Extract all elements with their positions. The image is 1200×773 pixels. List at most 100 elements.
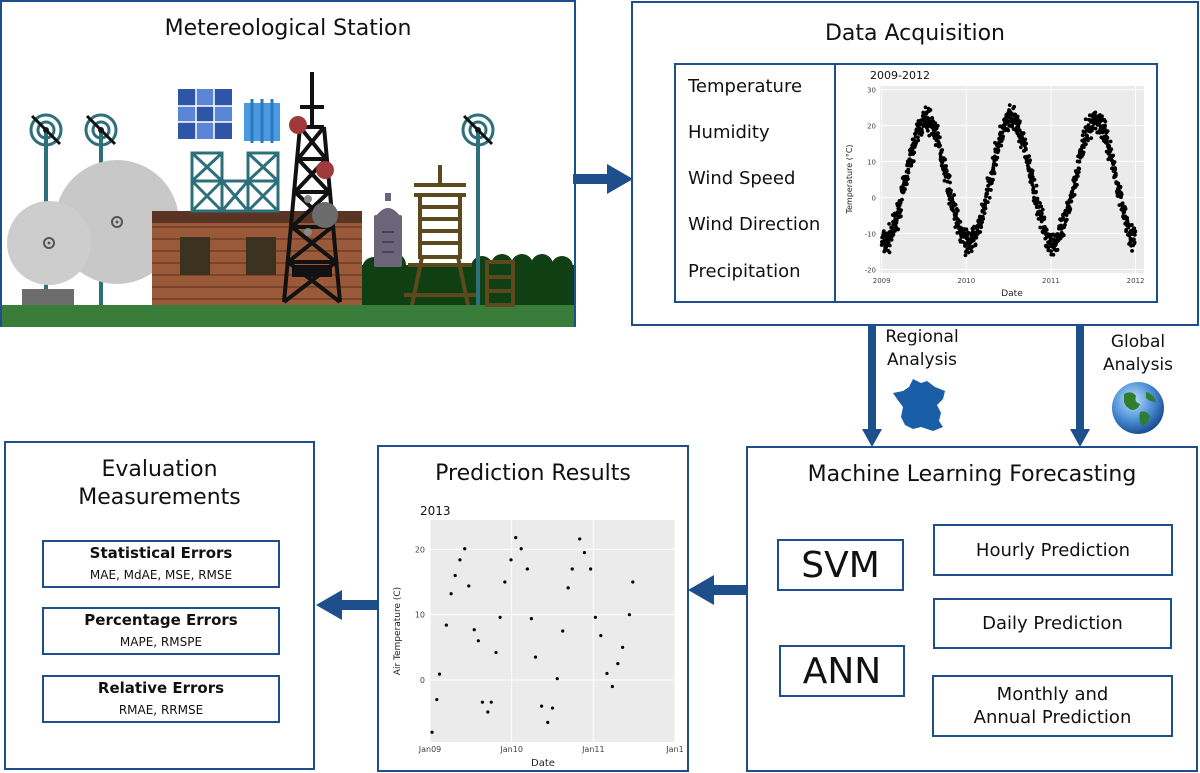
data-point — [951, 209, 956, 214]
data-point — [1013, 112, 1017, 117]
data-point — [991, 166, 996, 171]
data-point — [898, 214, 903, 219]
data-point — [503, 580, 507, 584]
data-point — [430, 730, 434, 734]
arrow-left-icon — [316, 590, 378, 620]
data-point — [616, 662, 620, 666]
regional-label: Regional Analysis — [872, 326, 972, 372]
data-point — [1012, 104, 1017, 109]
station-panel: Metereological Station — [0, 0, 576, 327]
data-point — [1076, 170, 1081, 174]
data-point — [1111, 153, 1116, 158]
data-point — [1081, 150, 1086, 155]
data-point — [985, 191, 990, 196]
data-point — [1113, 167, 1118, 172]
data-point — [980, 220, 984, 225]
regional-label-line2: Analysis — [886, 350, 958, 370]
data-point — [948, 180, 952, 185]
data-point — [1132, 232, 1137, 237]
data-point — [589, 567, 593, 571]
data-point — [458, 558, 462, 562]
global-label-line1: Global — [1110, 332, 1166, 352]
data-point — [906, 177, 910, 181]
data-point — [1039, 211, 1044, 216]
global-label: Global Analysis — [1088, 331, 1188, 377]
data-point — [938, 154, 943, 159]
data-point — [911, 159, 916, 164]
station-illustration — [2, 72, 574, 327]
data-point — [1109, 147, 1114, 152]
data-point — [898, 200, 903, 205]
regional-label-line1: Regional — [885, 327, 959, 347]
data-point — [467, 584, 471, 588]
antenna-icon — [461, 113, 495, 305]
data-point — [1129, 223, 1134, 227]
data-point — [1112, 160, 1117, 164]
data-point — [994, 162, 999, 167]
error-group-name: Percentage Errors — [84, 611, 238, 629]
data-point — [1068, 206, 1073, 211]
data-point — [1075, 174, 1080, 179]
error-group-name: Statistical Errors — [89, 544, 233, 562]
y-tick-label: -10 — [865, 230, 876, 238]
data-point — [955, 208, 960, 213]
error-group-name: Relative Errors — [97, 679, 225, 697]
chart-title: 2009-2012 — [870, 69, 930, 82]
chart-title: 2013 — [420, 504, 451, 518]
data-point — [570, 567, 574, 571]
data-point — [891, 232, 896, 237]
y-tick-label: 10 — [867, 159, 876, 167]
data-point — [991, 177, 995, 182]
data-point — [1123, 206, 1128, 211]
data-point — [1032, 177, 1037, 182]
solar-panel-icon — [178, 89, 280, 213]
evaluation-title-line2: Measurements — [78, 485, 241, 510]
y-tick-label: 30 — [867, 87, 876, 95]
data-point — [546, 720, 550, 725]
data-point — [1064, 217, 1069, 222]
data-point — [958, 219, 963, 224]
data-point — [1024, 147, 1028, 152]
data-point — [627, 613, 632, 617]
data-point — [943, 157, 948, 162]
data-point — [953, 202, 958, 207]
data-point — [1049, 249, 1053, 254]
evaluation-title-line1: Evaluation — [101, 457, 218, 482]
data-point — [938, 143, 942, 148]
data-point — [892, 229, 897, 233]
data-point — [947, 174, 952, 178]
evaluation-panel: Evaluation Measurements — [4, 441, 315, 770]
data-point — [944, 169, 949, 174]
data-point — [1105, 135, 1110, 140]
data-point — [966, 250, 971, 255]
data-point — [476, 639, 480, 643]
data-point — [1077, 159, 1082, 164]
data-point — [1107, 144, 1112, 148]
data-point — [1042, 215, 1047, 220]
data-point — [1080, 133, 1085, 138]
data-point — [964, 227, 969, 232]
x-tick-label: Jan10 — [499, 745, 523, 754]
beacon-light-icon — [289, 116, 307, 134]
data-point — [944, 164, 948, 168]
data-point — [952, 193, 957, 197]
data-point — [1130, 248, 1134, 253]
data-point — [519, 547, 523, 551]
ml-panel: Machine Learning Forecasting SVM ANN Hou… — [746, 446, 1198, 772]
data-point — [1083, 117, 1088, 122]
data-point — [906, 170, 911, 175]
data-point — [900, 197, 904, 202]
data-point — [969, 249, 974, 254]
data-point — [940, 148, 945, 152]
data-point — [942, 178, 947, 183]
data-point — [1001, 134, 1005, 139]
data-point — [489, 700, 493, 704]
data-point — [1038, 201, 1042, 205]
data-point — [954, 211, 959, 216]
data-point — [1055, 247, 1060, 252]
acquisition-panel: Data Acquisition Temperature Humidity Wi… — [631, 1, 1199, 326]
error-group-items: MAE, MdAE, MSE, RMSE — [89, 568, 233, 582]
data-point — [887, 222, 891, 226]
